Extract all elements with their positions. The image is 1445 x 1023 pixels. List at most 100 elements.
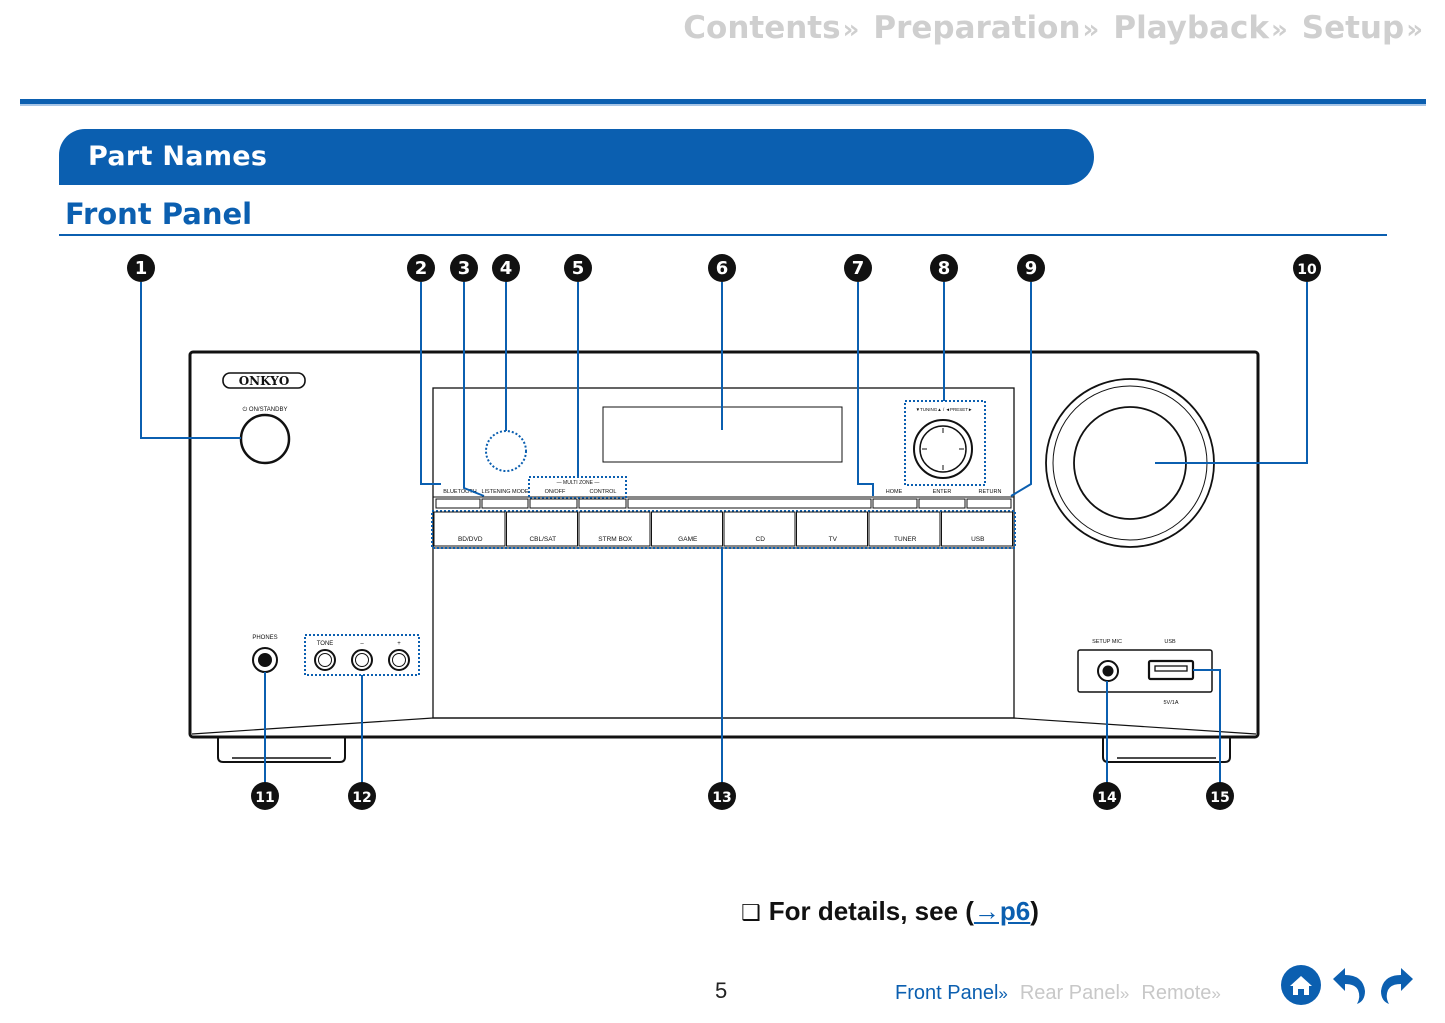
callout-11: 11 bbox=[251, 782, 279, 810]
tone-plus-button[interactable] bbox=[388, 649, 410, 671]
tone-minus-button[interactable] bbox=[351, 649, 373, 671]
callout-5: 5 bbox=[564, 254, 592, 282]
home-icon[interactable] bbox=[1279, 963, 1323, 1007]
input-button-strm-box[interactable]: STRM BOX bbox=[578, 511, 651, 547]
bluetooth-button[interactable] bbox=[435, 498, 481, 509]
callout-6: 6 bbox=[708, 254, 736, 282]
top-navigation: Contents» Preparation» Playback» Setup» bbox=[683, 10, 1423, 46]
input-button-label: TV bbox=[829, 536, 838, 543]
usb-port-label: USB bbox=[1164, 639, 1176, 645]
callout-10: 10 bbox=[1293, 254, 1321, 282]
tuning-preset-label: ▼TUNING▲ / ◄PRESET► bbox=[916, 407, 973, 412]
nav-playback[interactable]: Playback» bbox=[1113, 10, 1288, 46]
nav-front-panel[interactable]: Front Panel» bbox=[895, 982, 1008, 1004]
nav-remote[interactable]: Remote» bbox=[1141, 982, 1221, 1004]
power-button[interactable] bbox=[239, 413, 291, 465]
callout-number: 8 bbox=[938, 258, 951, 279]
input-button-label: STRM BOX bbox=[598, 536, 633, 543]
callout-13: 13 bbox=[708, 782, 736, 810]
control-label: CONTROL bbox=[590, 489, 617, 495]
enter-button[interactable] bbox=[918, 498, 966, 509]
callout-number: 13 bbox=[712, 790, 731, 806]
callout-number: 1 bbox=[135, 258, 148, 279]
details-reference: ❑ For details, see (→p6) bbox=[741, 896, 1039, 927]
callout-1: 1 bbox=[127, 254, 155, 282]
section-title: Part Names bbox=[88, 141, 268, 172]
input-button-tuner[interactable]: TUNER bbox=[868, 511, 941, 547]
input-button-label: USB bbox=[971, 536, 984, 543]
callout-2: 2 bbox=[407, 254, 435, 282]
on-standby-label: ⏻ ON/STANDBY bbox=[243, 406, 288, 413]
callout-number: 12 bbox=[352, 790, 371, 806]
return-label: RETURN bbox=[979, 489, 1002, 495]
zone-on-off-button[interactable] bbox=[529, 498, 578, 509]
input-button-tv[interactable]: TV bbox=[796, 511, 868, 547]
input-button-label: GAME bbox=[678, 536, 698, 543]
subsection-title: Front Panel bbox=[65, 197, 253, 231]
page-action-icons bbox=[1279, 963, 1419, 1007]
callout-15: 15 bbox=[1206, 782, 1234, 810]
nav-contents[interactable]: Contents» bbox=[683, 10, 860, 46]
callout-8: 8 bbox=[930, 254, 958, 282]
details-suffix: ) bbox=[1030, 896, 1039, 926]
callout-number: 15 bbox=[1210, 790, 1229, 806]
tone-button[interactable] bbox=[314, 649, 336, 671]
listening-mode-button[interactable] bbox=[481, 498, 529, 509]
callout-14: 14 bbox=[1093, 782, 1121, 810]
tone-minus-label: – bbox=[360, 641, 364, 647]
home-button[interactable] bbox=[872, 498, 918, 509]
callout-3: 3 bbox=[450, 254, 478, 282]
checkbox-bullet-icon: ❑ bbox=[741, 901, 761, 926]
input-button-label: CD bbox=[756, 536, 766, 543]
bluetooth-label: BLUETOOTH bbox=[443, 489, 477, 495]
back-icon[interactable] bbox=[1327, 963, 1371, 1007]
tone-plus-label: + bbox=[397, 641, 401, 647]
callout-number: 2 bbox=[415, 258, 428, 279]
callout-number: 3 bbox=[458, 258, 471, 279]
details-page-link[interactable]: →p6 bbox=[973, 896, 1031, 926]
input-button-cbl-sat[interactable]: CBL/SAT bbox=[506, 511, 578, 547]
input-button-bd-dvd[interactable]: BD/DVD bbox=[433, 511, 506, 547]
callout-number: 6 bbox=[716, 258, 729, 279]
tone-label: TONE bbox=[317, 641, 334, 647]
enter-label: ENTER bbox=[933, 489, 952, 495]
receiver-feet bbox=[217, 737, 1231, 763]
callout-number: 10 bbox=[1297, 262, 1317, 278]
home-label: HOME bbox=[886, 489, 903, 495]
subsection-rule bbox=[59, 234, 1387, 236]
callout-4: 4 bbox=[492, 254, 520, 282]
page-number: 5 bbox=[715, 978, 728, 1003]
zone-control-button[interactable] bbox=[578, 498, 627, 509]
multi-zone-label: — MULTI ZONE — bbox=[557, 480, 600, 486]
callout-number: 4 bbox=[500, 258, 513, 279]
bottom-navigation: Front Panel» Rear Panel» Remote» bbox=[895, 982, 1221, 1005]
nav-setup[interactable]: Setup» bbox=[1301, 10, 1423, 46]
setup-mic-label: SETUP MIC bbox=[1092, 639, 1122, 645]
nav-preparation[interactable]: Preparation» bbox=[873, 10, 1100, 46]
input-button-label: CBL/SAT bbox=[529, 536, 556, 543]
usb-rating-label: 5V/1A bbox=[1164, 700, 1179, 706]
callout-number: 5 bbox=[572, 258, 585, 279]
input-button-usb[interactable]: USB bbox=[941, 511, 1013, 547]
details-prefix: For details, see ( bbox=[768, 896, 974, 926]
return-button[interactable] bbox=[966, 498, 1012, 509]
listening-mode-label: LISTENING MODE bbox=[481, 489, 528, 495]
section-banner: Part Names bbox=[59, 129, 1094, 185]
callout-number: 11 bbox=[255, 790, 274, 806]
input-selector-buttons: BD/DVD CBL/SAT STRM BOX GAME CD TV TUNER USB bbox=[433, 511, 1013, 547]
callout-number: 9 bbox=[1025, 258, 1038, 279]
callout-number: 7 bbox=[852, 258, 865, 279]
input-button-game[interactable]: GAME bbox=[651, 511, 723, 547]
header-rule bbox=[20, 99, 1426, 106]
input-button-label: TUNER bbox=[894, 536, 917, 543]
forward-icon[interactable] bbox=[1375, 963, 1419, 1007]
callout-7: 7 bbox=[844, 254, 872, 282]
callout-9: 9 bbox=[1017, 254, 1045, 282]
input-button-label: BD/DVD bbox=[458, 536, 483, 543]
input-button-cd[interactable]: CD bbox=[723, 511, 796, 547]
phones-label: PHONES bbox=[252, 635, 277, 641]
nav-rear-panel[interactable]: Rear Panel» bbox=[1019, 982, 1130, 1004]
on-off-label: ON/OFF bbox=[545, 489, 566, 495]
